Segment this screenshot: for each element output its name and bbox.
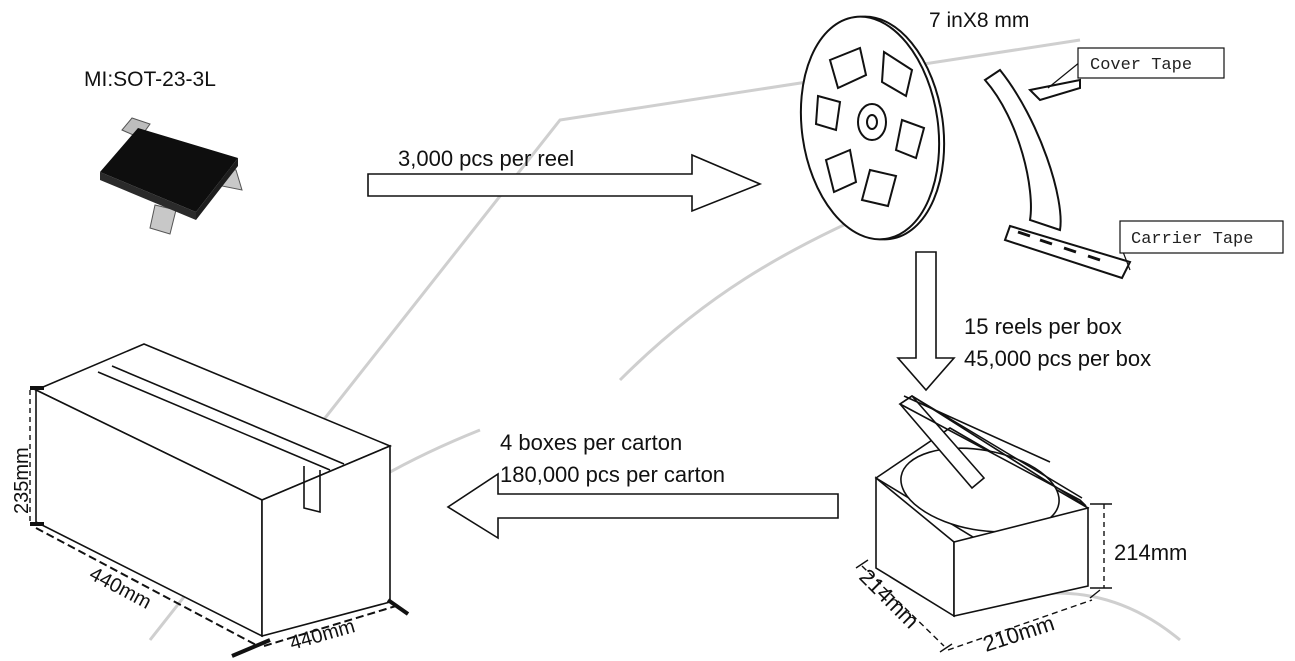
reel — [799, 15, 1132, 280]
box-reels-label: 15 reels per box — [964, 314, 1122, 339]
reel-size-label: 7 inX8 mm — [929, 9, 1029, 32]
box-height-label: 214mm — [1114, 540, 1187, 565]
carrier-tape-callout — [1119, 220, 1284, 271]
carrier-tape-label: Carrier Tape — [1131, 230, 1253, 249]
sot23-component — [100, 117, 243, 235]
box-width-label: 210mm — [980, 610, 1057, 656]
carton-pcs-label: 180,000 pcs per carton — [500, 462, 725, 487]
carton-boxes-label: 4 boxes per carton — [500, 430, 682, 455]
reel-qty-label: 3,000 pcs per reel — [398, 146, 574, 171]
cover-tape-callout — [1047, 47, 1225, 89]
carton-height-label: 235mm — [11, 447, 33, 514]
arrow-to-carton — [446, 472, 839, 540]
arrow-to-reel — [367, 153, 763, 213]
carton-dimension-lines — [29, 386, 410, 658]
carton — [34, 343, 393, 638]
inner-box — [874, 394, 1090, 618]
box-dimension-lines — [855, 503, 1112, 653]
arrow-to-box — [896, 251, 956, 392]
cover-tape-label: Cover Tape — [1090, 56, 1192, 75]
part-label: MI:SOT-23-3L — [84, 68, 216, 91]
box-pcs-label: 45,000 pcs per box — [964, 346, 1151, 371]
